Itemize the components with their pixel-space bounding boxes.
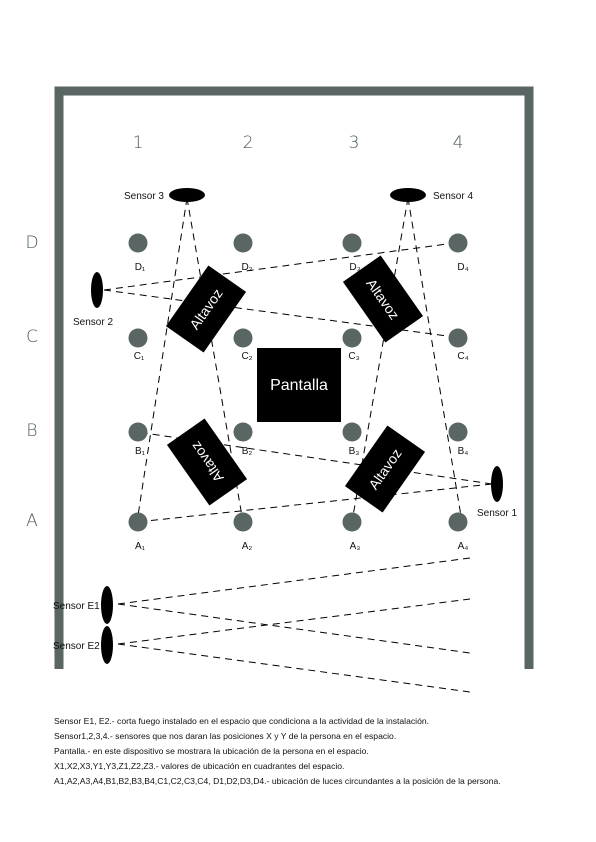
light-b3 <box>342 422 362 442</box>
sensor-3-label: Sensor 3 <box>124 191 164 202</box>
row-header-c: C <box>26 327 38 347</box>
light-d4 <box>448 233 468 253</box>
room-walls <box>54 86 534 669</box>
light-label-a1: A₁ <box>135 541 146 552</box>
light-c2 <box>233 328 253 348</box>
light-label-a3: A₃ <box>350 541 361 552</box>
light-label-d4: D₄ <box>457 262 468 273</box>
screen <box>257 348 341 422</box>
light-label-b1: B₁ <box>135 446 146 457</box>
light-c4 <box>448 328 468 348</box>
sensor-2 <box>91 272 103 308</box>
note-line: A1,A2,A3,A4,B1,B2,B3,B4,C1,C2,C3,C4, D1,… <box>54 776 501 786</box>
light-label-b4: B₄ <box>458 446 469 457</box>
column-header-4: 4 <box>453 133 464 153</box>
lights <box>128 233 468 532</box>
sensor-3 <box>169 188 205 202</box>
sensor-4-label: Sensor 4 <box>433 191 473 202</box>
light-label-b2: B₂ <box>242 446 253 457</box>
sensor-e2 <box>101 626 113 664</box>
row-header-b: B <box>26 421 37 441</box>
column-header-2: 2 <box>243 133 254 153</box>
screen-label: Pantalla <box>270 377 328 394</box>
speaker-top-right: Altavoz <box>342 255 424 343</box>
light-c1 <box>128 328 148 348</box>
light-label-a4: A₄ <box>458 541 469 552</box>
sensor-1-label: Sensor 1 <box>477 508 517 519</box>
light-label-d1: D₁ <box>135 262 146 273</box>
note-line: Pantalla.- en este dispositivo se mostra… <box>54 746 369 756</box>
light-label-a2: A₂ <box>242 541 253 552</box>
light-label-c2: C₂ <box>241 351 252 362</box>
sensor-e2-label: Sensor E2 <box>53 641 100 652</box>
light-a3 <box>342 512 362 532</box>
light-label-c1: C₁ <box>134 351 145 362</box>
sensor-1 <box>491 466 503 502</box>
light-label-c3: C₃ <box>348 351 359 362</box>
light-b4 <box>448 422 468 442</box>
sensor-e1-label: Sensor E1 <box>53 601 100 612</box>
light-label-d2: D₂ <box>241 262 252 273</box>
sensor-4 <box>390 188 426 202</box>
light-label-d3: D₃ <box>349 262 360 273</box>
legend-notes: Sensor E1, E2.- corta fuego instalado en… <box>54 714 584 789</box>
light-a1 <box>128 512 148 532</box>
note-line: Sensor E1, E2.- corta fuego instalado en… <box>54 716 430 726</box>
speaker-bottom-left: Altavoz <box>166 418 248 506</box>
light-c3 <box>342 328 362 348</box>
row-header-a: A <box>26 511 38 531</box>
light-b1 <box>128 422 148 442</box>
light-a4 <box>448 512 468 532</box>
light-a2 <box>233 512 253 532</box>
speaker-bottom-right: Altavoz <box>344 425 426 513</box>
note-line: X1,X2,X3,Y1,Y3,Z1,Z2,Z3.- valores de ubi… <box>54 761 345 771</box>
light-label-b3: B₃ <box>349 446 360 457</box>
light-label-c4: C₄ <box>457 351 468 362</box>
column-header-1: 1 <box>133 133 144 153</box>
note-line: Sensor1,2,3,4.- sensores que nos daran l… <box>54 731 397 741</box>
light-d3 <box>342 233 362 253</box>
sensor-beams <box>103 197 493 693</box>
sensor-2-label: Sensor 2 <box>73 317 113 328</box>
speaker-top-left: Altavoz <box>165 265 247 353</box>
column-header-3: 3 <box>349 133 360 153</box>
light-d2 <box>233 233 253 253</box>
light-d1 <box>128 233 148 253</box>
row-header-d: D <box>25 233 38 253</box>
sensor-e1 <box>101 586 113 624</box>
light-b2 <box>233 422 253 442</box>
